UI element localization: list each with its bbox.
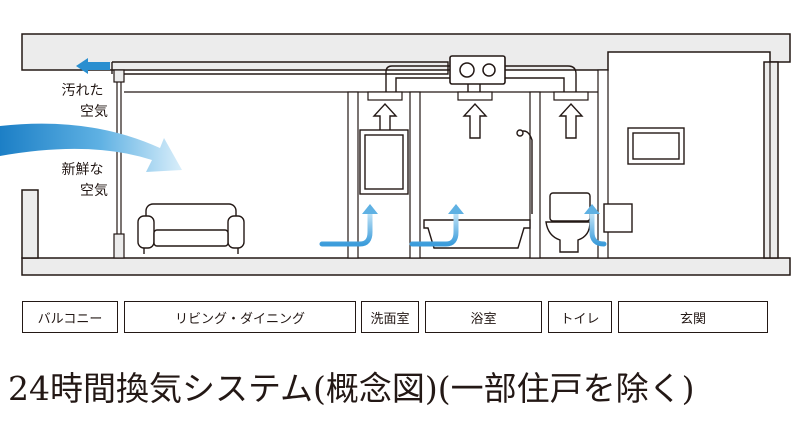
- ventilation-diagram: 汚れた 空気 新鮮な 空気: [0, 33, 791, 276]
- exhaust-label: 汚れた 空気: [62, 83, 108, 120]
- intake-arrow: [0, 123, 182, 172]
- picture-frame-illustration: [627, 127, 685, 165]
- room-label-balcony: バルコニー: [22, 301, 118, 333]
- room-label-entrance: 玄関: [618, 301, 768, 333]
- internal-flow-arrows: [319, 211, 635, 247]
- building-shell: [21, 33, 791, 276]
- ceiling-vents: [367, 91, 589, 101]
- exhaust-fan-unit: [449, 55, 506, 85]
- room-label-bathroom: 浴室: [425, 301, 542, 333]
- sofa-illustration: [137, 203, 245, 254]
- toilet-illustration: [545, 192, 633, 253]
- diagram-caption: 24時間換気システム(概念図)(一部住戸を除く): [8, 369, 695, 408]
- bathtub-illustration: [423, 129, 533, 249]
- room-label-washroom: 洗面室: [361, 301, 419, 333]
- internal-flow-arrowheads: [362, 204, 600, 214]
- exhaust-up-arrows: [372, 102, 584, 139]
- room-label-toilet: トイレ: [548, 301, 612, 333]
- room-label-living-dining: リビング・ダイニング: [124, 301, 356, 333]
- room-labels: バルコニー リビング・ダイニング 洗面室 浴室 トイレ 玄関: [22, 301, 768, 335]
- intake-label: 新鮮な 空気: [62, 162, 108, 199]
- exhaust-out-arrow: [76, 58, 110, 74]
- duct-network: [111, 61, 577, 94]
- mirror-illustration: [359, 129, 409, 195]
